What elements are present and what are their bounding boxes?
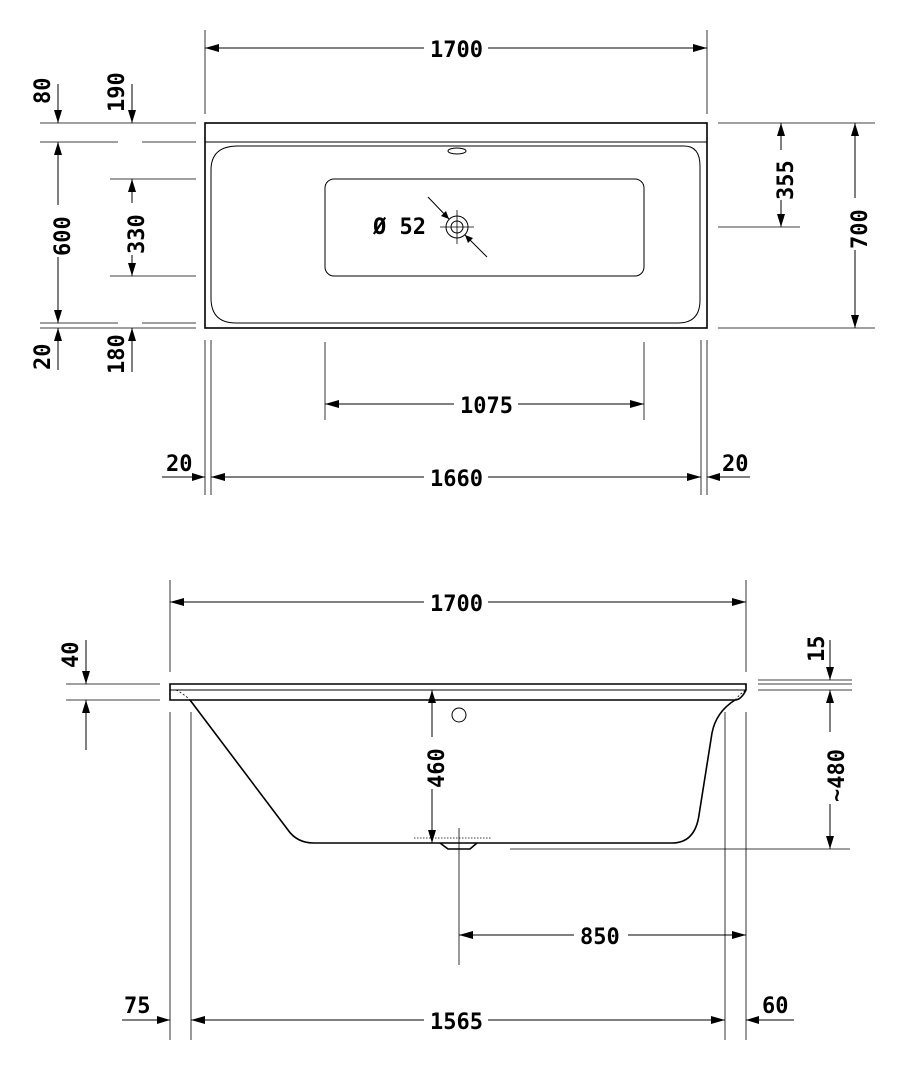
dim-label-60: 60 [762,994,789,1019]
dim-label-850: 850 [580,925,620,950]
drain-arrow-1 [441,211,449,219]
rim-outline [169,683,747,701]
overflow-hole [451,707,467,723]
dim-label-40: 40 [59,642,84,669]
dim-label-1565: 1565 [430,1010,483,1035]
tub-outline-top [204,122,708,329]
side-view: 1700 40 15 ~480 460 [59,580,852,1040]
dim-label-1660: 1660 [430,467,483,492]
dim-label-330: 330 [125,214,150,254]
dim-label-460: 460 [425,748,450,788]
drain-arrow-2 [465,235,473,243]
dim-label-80: 80 [31,78,56,105]
dim-label-600: 600 [51,216,76,256]
inner-shell [210,145,701,324]
dim-label-1075: 1075 [460,394,513,419]
drain-diameter-label: Ø 52 [372,215,426,240]
dim-label-20-right: 20 [722,452,749,477]
dim-label-20-front: 20 [31,344,56,371]
dim-label-15: 15 [805,636,830,663]
drain-bump [439,842,478,850]
dim-label-20-left: 20 [166,452,193,477]
dim-label-75: 75 [124,994,151,1019]
tub-body [189,699,736,844]
top-view: Ø 52 1700 80 190 600 [31,30,875,495]
overflow-marker [447,147,467,155]
dim-label-1700-side: 1700 [430,592,483,617]
basin-outline [324,178,645,277]
dim-label-700: 700 [848,209,873,249]
dim-label-355: 355 [774,160,799,200]
dim-label-190: 190 [105,72,130,112]
dim-label-1700-top: 1700 [430,38,483,63]
dim-label-180: 180 [105,334,130,374]
dim-label-480: ~480 [825,749,850,802]
